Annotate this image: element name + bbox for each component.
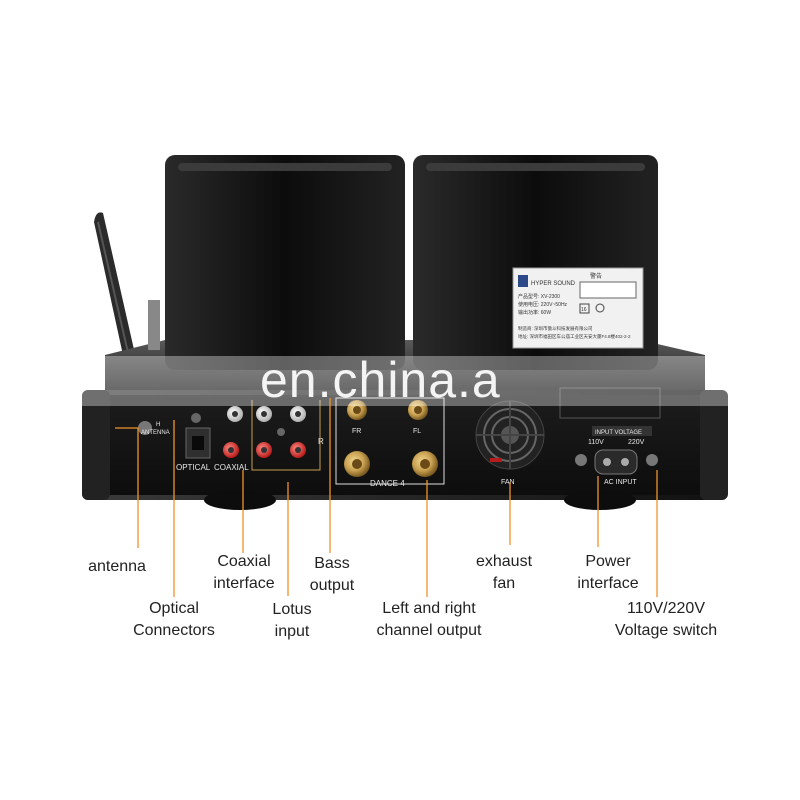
spec-sticker: HYPER SOUND 警告 产品型号: XV-2300 使用电压: 220V~…: [512, 267, 644, 349]
transformer-left: [165, 155, 405, 370]
impedance-label: DANCE 4: [370, 479, 405, 488]
sticker-line1: 产品型号: XV-2300: [518, 293, 560, 300]
callout-lotus-line1: Lotus: [272, 601, 312, 618]
callout-coaxial: Coaxial interface: [198, 551, 290, 595]
optical-port[interactable]: [185, 427, 211, 459]
fl-label: FL: [413, 428, 421, 435]
ccc-icon: [595, 303, 605, 313]
cert-badge: [579, 303, 590, 314]
callout-optical: Optical Connectors: [122, 598, 226, 642]
callout-power: Power interface: [566, 551, 650, 595]
sticker-brand: HYPER SOUND: [531, 281, 576, 287]
ac-input-label: AC INPUT: [604, 479, 637, 486]
sticker-warning: 警告: [590, 272, 602, 280]
sticker-badge: 16: [581, 307, 587, 313]
220v-label: 220V: [628, 439, 645, 446]
terminal-fl-top[interactable]: [408, 400, 428, 420]
callout-channel: Left and right channel output: [362, 598, 496, 642]
fr-label: FR: [352, 428, 361, 435]
rca-red-2[interactable]: [290, 442, 306, 458]
brand-logo-icon: [518, 275, 528, 287]
terminal-fr-top[interactable]: [347, 400, 367, 420]
feet: [204, 490, 636, 510]
callout-channel-line2: channel output: [376, 622, 482, 639]
antenna-label: ANTENNA: [141, 430, 170, 436]
terminal-fr-bottom[interactable]: [344, 451, 370, 477]
rca-white-2[interactable]: [256, 406, 272, 422]
sticker-line3: 输出功率: 60W: [518, 309, 551, 316]
callout-optical-line2: Connectors: [133, 622, 215, 639]
sticker-line5: 地址: 深圳市福田区车公庙工业区天安大厦F4.8楼402-2-2: [518, 333, 631, 340]
callout-voltage-line1: 110V/220V: [627, 600, 705, 617]
callout-bass: Bass output: [300, 553, 364, 597]
fan-label: FAN: [501, 479, 515, 486]
coaxial-label: COAXIAL: [214, 463, 249, 472]
ac-input-socket[interactable]: [594, 449, 638, 475]
panel-screw: [277, 428, 285, 436]
callout-power-line1: Power: [585, 553, 631, 570]
input-voltage-label: INPUT VOLTAGE: [595, 430, 642, 436]
callout-antenna-line1: antenna: [88, 558, 146, 575]
optical-label: OPTICAL: [176, 463, 211, 472]
antenna-socket[interactable]: [138, 421, 152, 435]
callout-fan: exhaust fan: [466, 551, 542, 595]
callout-channel-line1: Left and right: [382, 600, 476, 617]
panel-screw: [191, 413, 201, 423]
callout-antenna: antenna: [82, 556, 152, 578]
watermark-band: [80, 356, 740, 406]
terminal-fl-bottom[interactable]: [412, 451, 438, 477]
callout-optical-line1: Optical: [149, 600, 199, 617]
bluetooth-label: H: [156, 422, 160, 428]
callout-voltage-line2: Voltage switch: [614, 622, 718, 639]
input-voltage-box: [592, 426, 652, 436]
rca-white-1[interactable]: [227, 406, 243, 422]
watermark-text: en.china.a: [260, 352, 501, 408]
callout-lotus: Lotus input: [262, 599, 322, 643]
coaxial-port[interactable]: [223, 442, 239, 458]
voltage-switch[interactable]: [575, 454, 587, 466]
callout-bass-line1: Bass: [314, 555, 350, 572]
voltage-switch-right[interactable]: [646, 454, 658, 466]
110v-label: 110V: [588, 439, 604, 446]
speaker-terminal-frame: [335, 397, 445, 485]
rca-white-3[interactable]: [290, 406, 306, 422]
callout-voltage: 110V/220V Voltage switch: [600, 598, 732, 642]
callout-power-line2: interface: [577, 575, 639, 592]
sticker-line4: 制造商: 深圳市傲斗科技发展有限公司: [518, 325, 593, 332]
rca-r-label: R: [318, 437, 324, 446]
callout-fan-line2: fan: [492, 575, 516, 592]
sticker-line2: 使用电压: 220V~50Hz: [518, 301, 568, 308]
callout-coaxial-line1: Coaxial: [217, 553, 271, 570]
callout-lines: [115, 398, 658, 597]
exhaust-fan: [475, 400, 545, 470]
callout-bass-line2: output: [309, 577, 355, 594]
callout-coaxial-line2: interface: [213, 575, 275, 592]
rca-red-1[interactable]: [256, 442, 272, 458]
callout-lotus-line2: input: [274, 623, 310, 640]
callout-fan-line1: exhaust: [475, 553, 533, 570]
